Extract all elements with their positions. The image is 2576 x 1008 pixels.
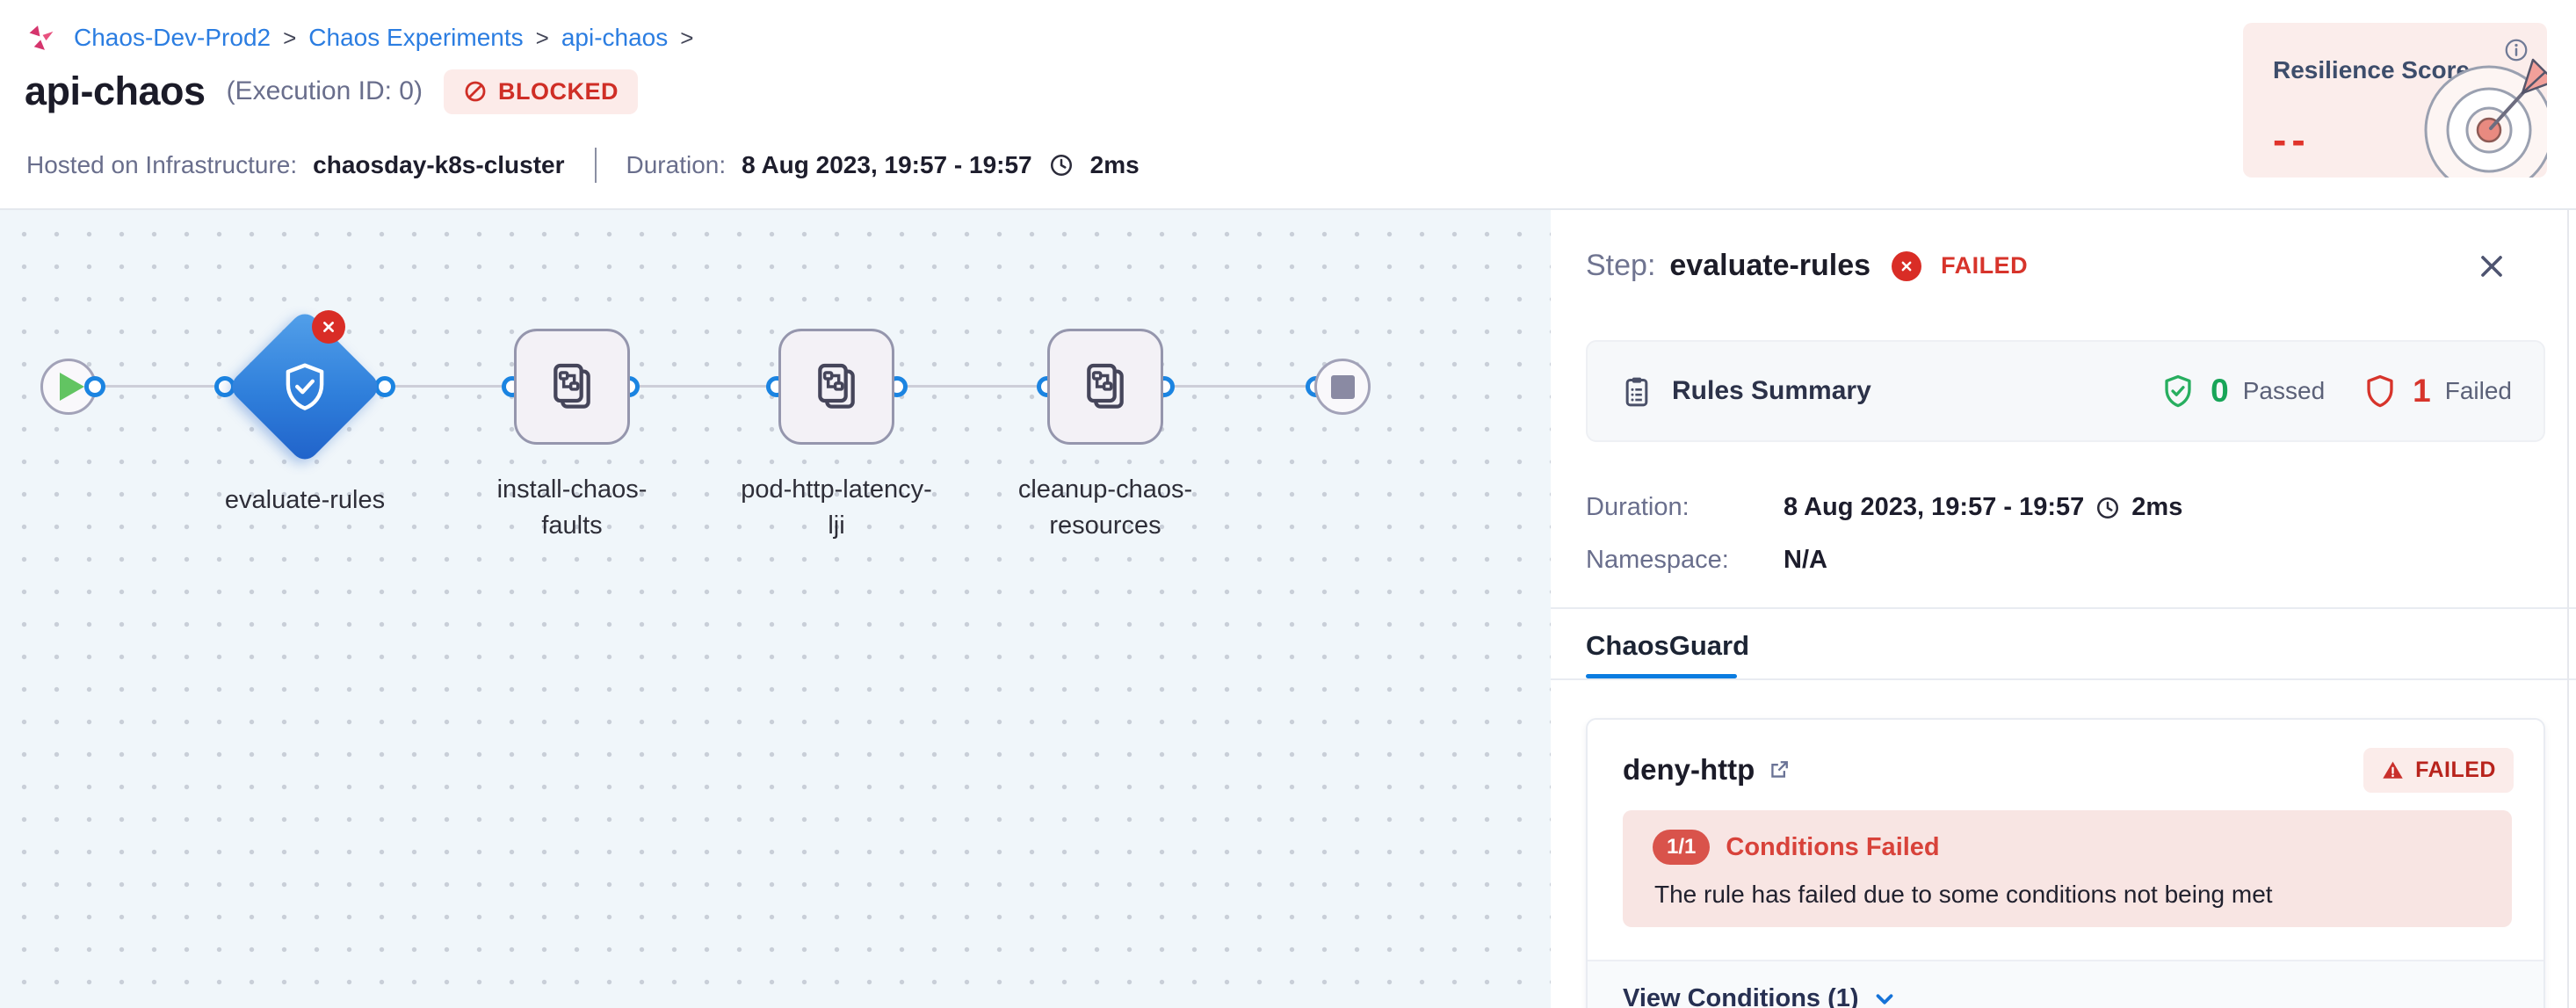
shield-check-icon	[278, 359, 332, 414]
step-status: FAILED	[1941, 252, 2029, 279]
resilience-title: Resilience Score	[2273, 56, 2471, 83]
node-cleanup-chaos-resources[interactable]	[1047, 329, 1163, 445]
node-pod-http-latency[interactable]	[778, 329, 894, 445]
duration-value: 8 Aug 2023, 19:57 - 19:57	[742, 151, 1032, 178]
chaos-fault-icon	[1087, 363, 1124, 409]
panel-duration-elapsed: 2ms	[2131, 493, 2183, 521]
clipboard-icon	[1625, 377, 1648, 407]
pipeline-stop-node[interactable]	[1314, 359, 1371, 415]
rule-status-badge: FAILED	[2363, 748, 2514, 793]
status-badge-label: BLOCKED	[497, 77, 619, 105]
execution-id: (Execution ID: 0)	[226, 76, 423, 105]
chevron-down-icon	[1876, 993, 1892, 1004]
chaos-logo-icon	[25, 21, 58, 54]
breadcrumb-experiment[interactable]: api-chaos	[561, 24, 669, 51]
step-details-panel: Step: evaluate-rules FAILED	[1551, 210, 2576, 1008]
vertical-divider	[594, 148, 597, 183]
step-name: evaluate-rules	[1669, 249, 1871, 282]
tab-active-indicator	[1586, 674, 1737, 678]
infra-value: chaosday-k8s-cluster	[313, 151, 565, 178]
passed-label: Passed	[2242, 377, 2326, 404]
namespace-label: Namespace:	[1586, 546, 1729, 574]
breadcrumb-separator: >	[680, 24, 694, 51]
panel-duration-value: 8 Aug 2023, 19:57 - 19:57	[1784, 493, 2085, 521]
tab-chaosguard[interactable]: ChaosGuard	[1586, 630, 1750, 661]
namespace-row: Namespace: N/A	[1586, 546, 1827, 575]
pipeline-connector-line	[69, 385, 1342, 388]
duration-label: Duration:	[626, 151, 727, 178]
connector-port[interactable]	[84, 376, 105, 397]
warning-triangle-icon	[2383, 761, 2403, 779]
panel-scrollbar-track[interactable]	[2567, 210, 2569, 1008]
conditions-failed-box: 1/1 Conditions Failed The rule has faile…	[1623, 810, 2512, 927]
breadcrumb-project[interactable]: Chaos-Dev-Prod2	[74, 24, 271, 51]
node-label-pod-http-latency: pod-http-latency- lji	[741, 475, 932, 540]
x-icon	[323, 322, 334, 332]
view-conditions-toggle[interactable]: View Conditions (1)	[1623, 984, 1898, 1008]
target-illustration	[2392, 26, 2547, 178]
node-label-install-chaos-faults: install-chaos- faults	[496, 475, 648, 540]
resilience-score-card: Resilience Score --	[2243, 23, 2547, 178]
chaos-fault-icon	[554, 363, 590, 409]
node-label-cleanup-chaos-resources: cleanup-chaos- resources	[1017, 475, 1193, 540]
pipeline-canvas[interactable]: evaluate-rules install-chaos- faults pod…	[0, 210, 1551, 1008]
stop-icon	[1330, 374, 1355, 399]
breadcrumb-experiments[interactable]: Chaos Experiments	[308, 24, 524, 51]
shield-failed-icon	[2367, 374, 2393, 408]
resilience-value: --	[2273, 117, 2311, 163]
section-divider	[1551, 607, 2576, 609]
execution-info-row: Hosted on Infrastructure: chaosday-k8s-c…	[26, 148, 1140, 183]
info-icon[interactable]	[2503, 37, 2529, 63]
clock-icon	[1050, 154, 1072, 177]
blocked-slash-icon	[465, 81, 486, 102]
step-header: Step: evaluate-rules FAILED	[1586, 249, 2028, 283]
play-icon	[60, 373, 84, 401]
view-conditions-bar: View Conditions (1)	[1588, 960, 2543, 1008]
passed-count: 0	[2211, 373, 2229, 409]
breadcrumb-separator: >	[283, 24, 297, 51]
breadcrumb-separator: >	[535, 24, 549, 51]
status-badge-blocked: BLOCKED	[443, 69, 638, 114]
breadcrumb: Chaos-Dev-Prod2 > Chaos Experiments > ap…	[25, 21, 693, 54]
step-failed-icon	[1892, 250, 1922, 281]
chaos-fault-icon	[818, 363, 855, 409]
rules-summary-card: Rules Summary 0 Passed 1 Failed	[1586, 340, 2545, 442]
failed-count: 1	[2413, 373, 2431, 409]
conditions-failed-message: The rule has failed due to some conditio…	[1654, 881, 2273, 908]
external-link-icon[interactable]	[1767, 758, 1791, 782]
duration-row: Duration: 8 Aug 2023, 19:57 - 19:57 2ms	[1586, 493, 2182, 522]
conditions-ratio-pill: 1/1	[1653, 830, 1711, 865]
rule-name: deny-http	[1623, 753, 1755, 786]
node-label-evaluate-rules: evaluate-rules	[224, 486, 386, 514]
rules-summary-title: Rules Summary	[1672, 376, 1871, 405]
close-panel-button[interactable]	[2474, 249, 2509, 284]
rule-status-label: FAILED	[2415, 758, 2496, 782]
page-title: api-chaos	[25, 69, 206, 113]
failed-label: Failed	[2444, 377, 2512, 404]
conditions-failed-title: Conditions Failed	[1726, 832, 1940, 861]
node-install-chaos-faults[interactable]	[514, 329, 630, 445]
step-label: Step:	[1586, 249, 1656, 282]
node-failed-badge	[312, 310, 345, 344]
title-row: api-chaos (Execution ID: 0) BLOCKED	[25, 69, 638, 114]
clock-icon	[2097, 497, 2119, 519]
duration-elapsed: 2ms	[1089, 151, 1140, 178]
rule-card-deny-http: deny-http FAILED 1/1 Conditions	[1586, 718, 2545, 1008]
tab-divider	[1551, 678, 2576, 680]
namespace-value: N/A	[1784, 546, 1827, 574]
infra-label: Hosted on Infrastructure:	[26, 151, 298, 178]
panel-duration-label: Duration:	[1586, 493, 1690, 521]
page-header: Chaos-Dev-Prod2 > Chaos Experiments > ap…	[0, 0, 2576, 210]
shield-passed-icon	[2165, 374, 2191, 408]
node-evaluate-rules[interactable]	[226, 308, 384, 466]
